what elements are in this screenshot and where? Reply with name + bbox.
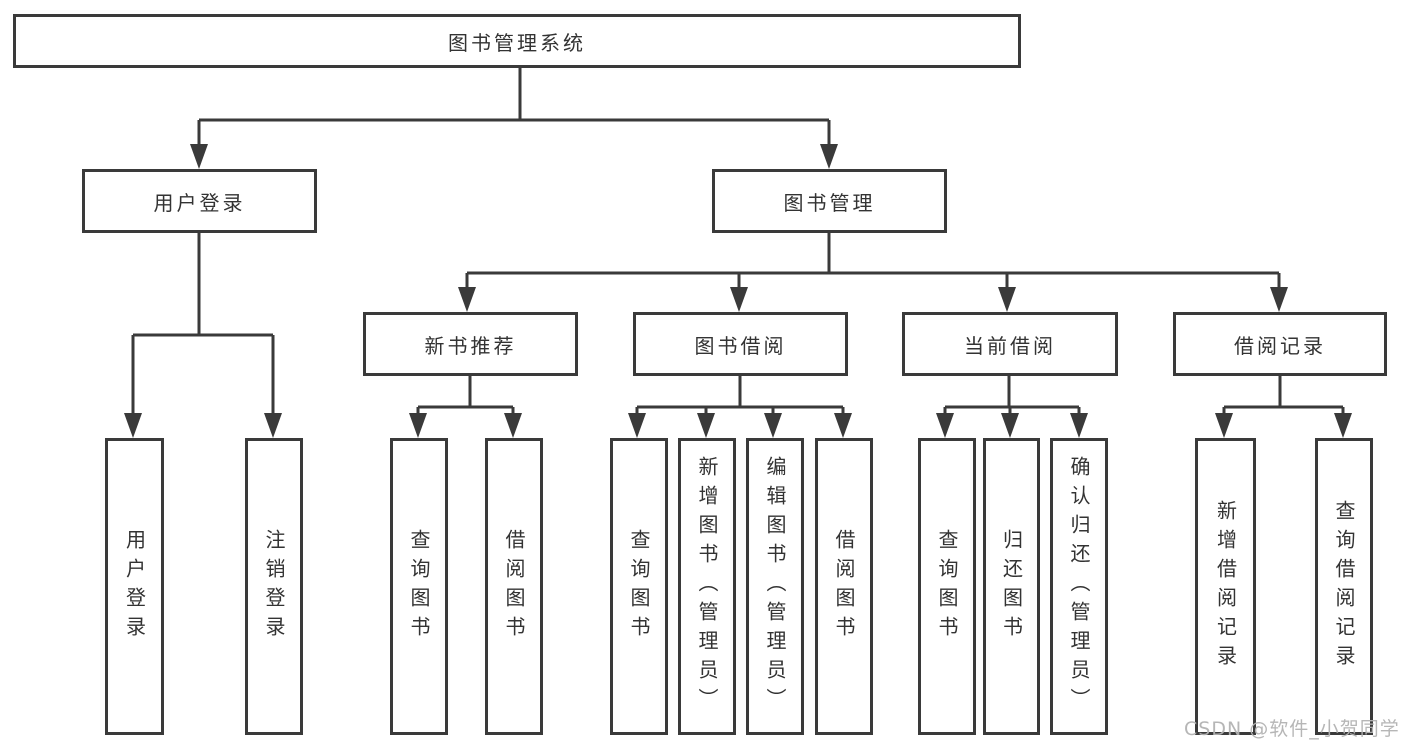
node-label: 图书借阅 <box>694 333 787 358</box>
node-current-borrowing: 当前借阅 <box>902 312 1118 376</box>
node-label: 新增图书（管理员） <box>695 456 719 717</box>
node-current-confirm-return-admin: 确认归还（管理员） <box>1050 438 1108 735</box>
node-logout-action: 注销登录 <box>245 438 303 735</box>
node-label: 借阅图书 <box>832 528 856 645</box>
watermark: CSDN @软件_小贺同学 <box>1184 718 1400 740</box>
node-borrowing-borrow-books: 借阅图书 <box>815 438 873 735</box>
node-current-query-books: 查询图书 <box>918 438 976 735</box>
node-current-return-books: 归还图书 <box>983 438 1040 735</box>
node-label: 查询借阅记录 <box>1332 499 1356 674</box>
node-book-borrowing: 图书借阅 <box>633 312 848 376</box>
node-borrowing-edit-books-admin: 编辑图书（管理员） <box>746 438 804 735</box>
node-label: 注销登录 <box>262 528 286 645</box>
node-label: 用户登录 <box>122 528 147 645</box>
node-label: 借阅记录 <box>1234 333 1326 358</box>
node-label: 用户登录 <box>153 190 246 215</box>
node-label: 查询图书 <box>407 528 431 645</box>
node-borrowing-add-books-admin: 新增图书（管理员） <box>678 438 736 735</box>
node-borrowing-query-books: 查询图书 <box>610 438 668 735</box>
node-records-add-record: 新增借阅记录 <box>1195 438 1256 735</box>
node-label: 查询图书 <box>627 528 651 645</box>
node-borrowing-records: 借阅记录 <box>1173 312 1387 376</box>
node-label: 当前借阅 <box>964 333 1056 358</box>
node-label: 新书推荐 <box>424 333 517 358</box>
node-user-login: 用户登录 <box>82 169 317 233</box>
node-label: 新增借阅记录 <box>1213 499 1238 674</box>
node-label: 图书管理 <box>783 190 876 215</box>
node-user-login-action: 用户登录 <box>105 438 164 735</box>
node-label: 编辑图书（管理员） <box>763 456 787 717</box>
node-label: 归还图书 <box>999 528 1024 645</box>
node-label: 查询图书 <box>935 528 959 645</box>
node-recommend-borrow-books: 借阅图书 <box>485 438 543 735</box>
node-library-system: 图书管理系统 <box>13 14 1021 68</box>
node-label: 图书管理系统 <box>448 30 586 55</box>
arrowheads <box>124 144 1352 438</box>
node-new-book-recommendation: 新书推荐 <box>363 312 578 376</box>
node-label: 确认归还（管理员） <box>1067 456 1091 717</box>
node-recommend-query-books: 查询图书 <box>390 438 448 735</box>
node-records-query-record: 查询借阅记录 <box>1315 438 1373 735</box>
node-book-management: 图书管理 <box>712 169 947 233</box>
node-label: 借阅图书 <box>502 528 526 645</box>
